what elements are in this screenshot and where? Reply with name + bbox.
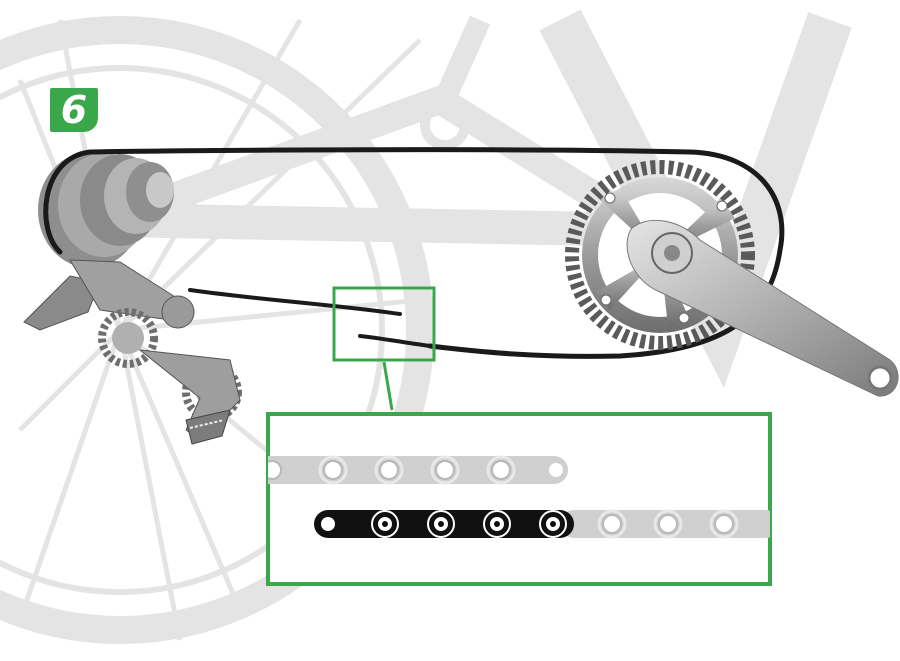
dark-chain-bottom [314, 510, 574, 538]
chain-detail-inset [266, 412, 772, 586]
rear-cassette [38, 152, 174, 268]
light-chain-right [560, 509, 770, 539]
crank-arm [626, 219, 899, 397]
chain-highlight-box [332, 286, 436, 362]
callout-connector [382, 361, 394, 411]
step-number-badge: 6 [50, 88, 98, 132]
rear-derailleur [23, 259, 242, 445]
bicycle-chain [43, 147, 785, 359]
light-chain-top [268, 455, 568, 485]
